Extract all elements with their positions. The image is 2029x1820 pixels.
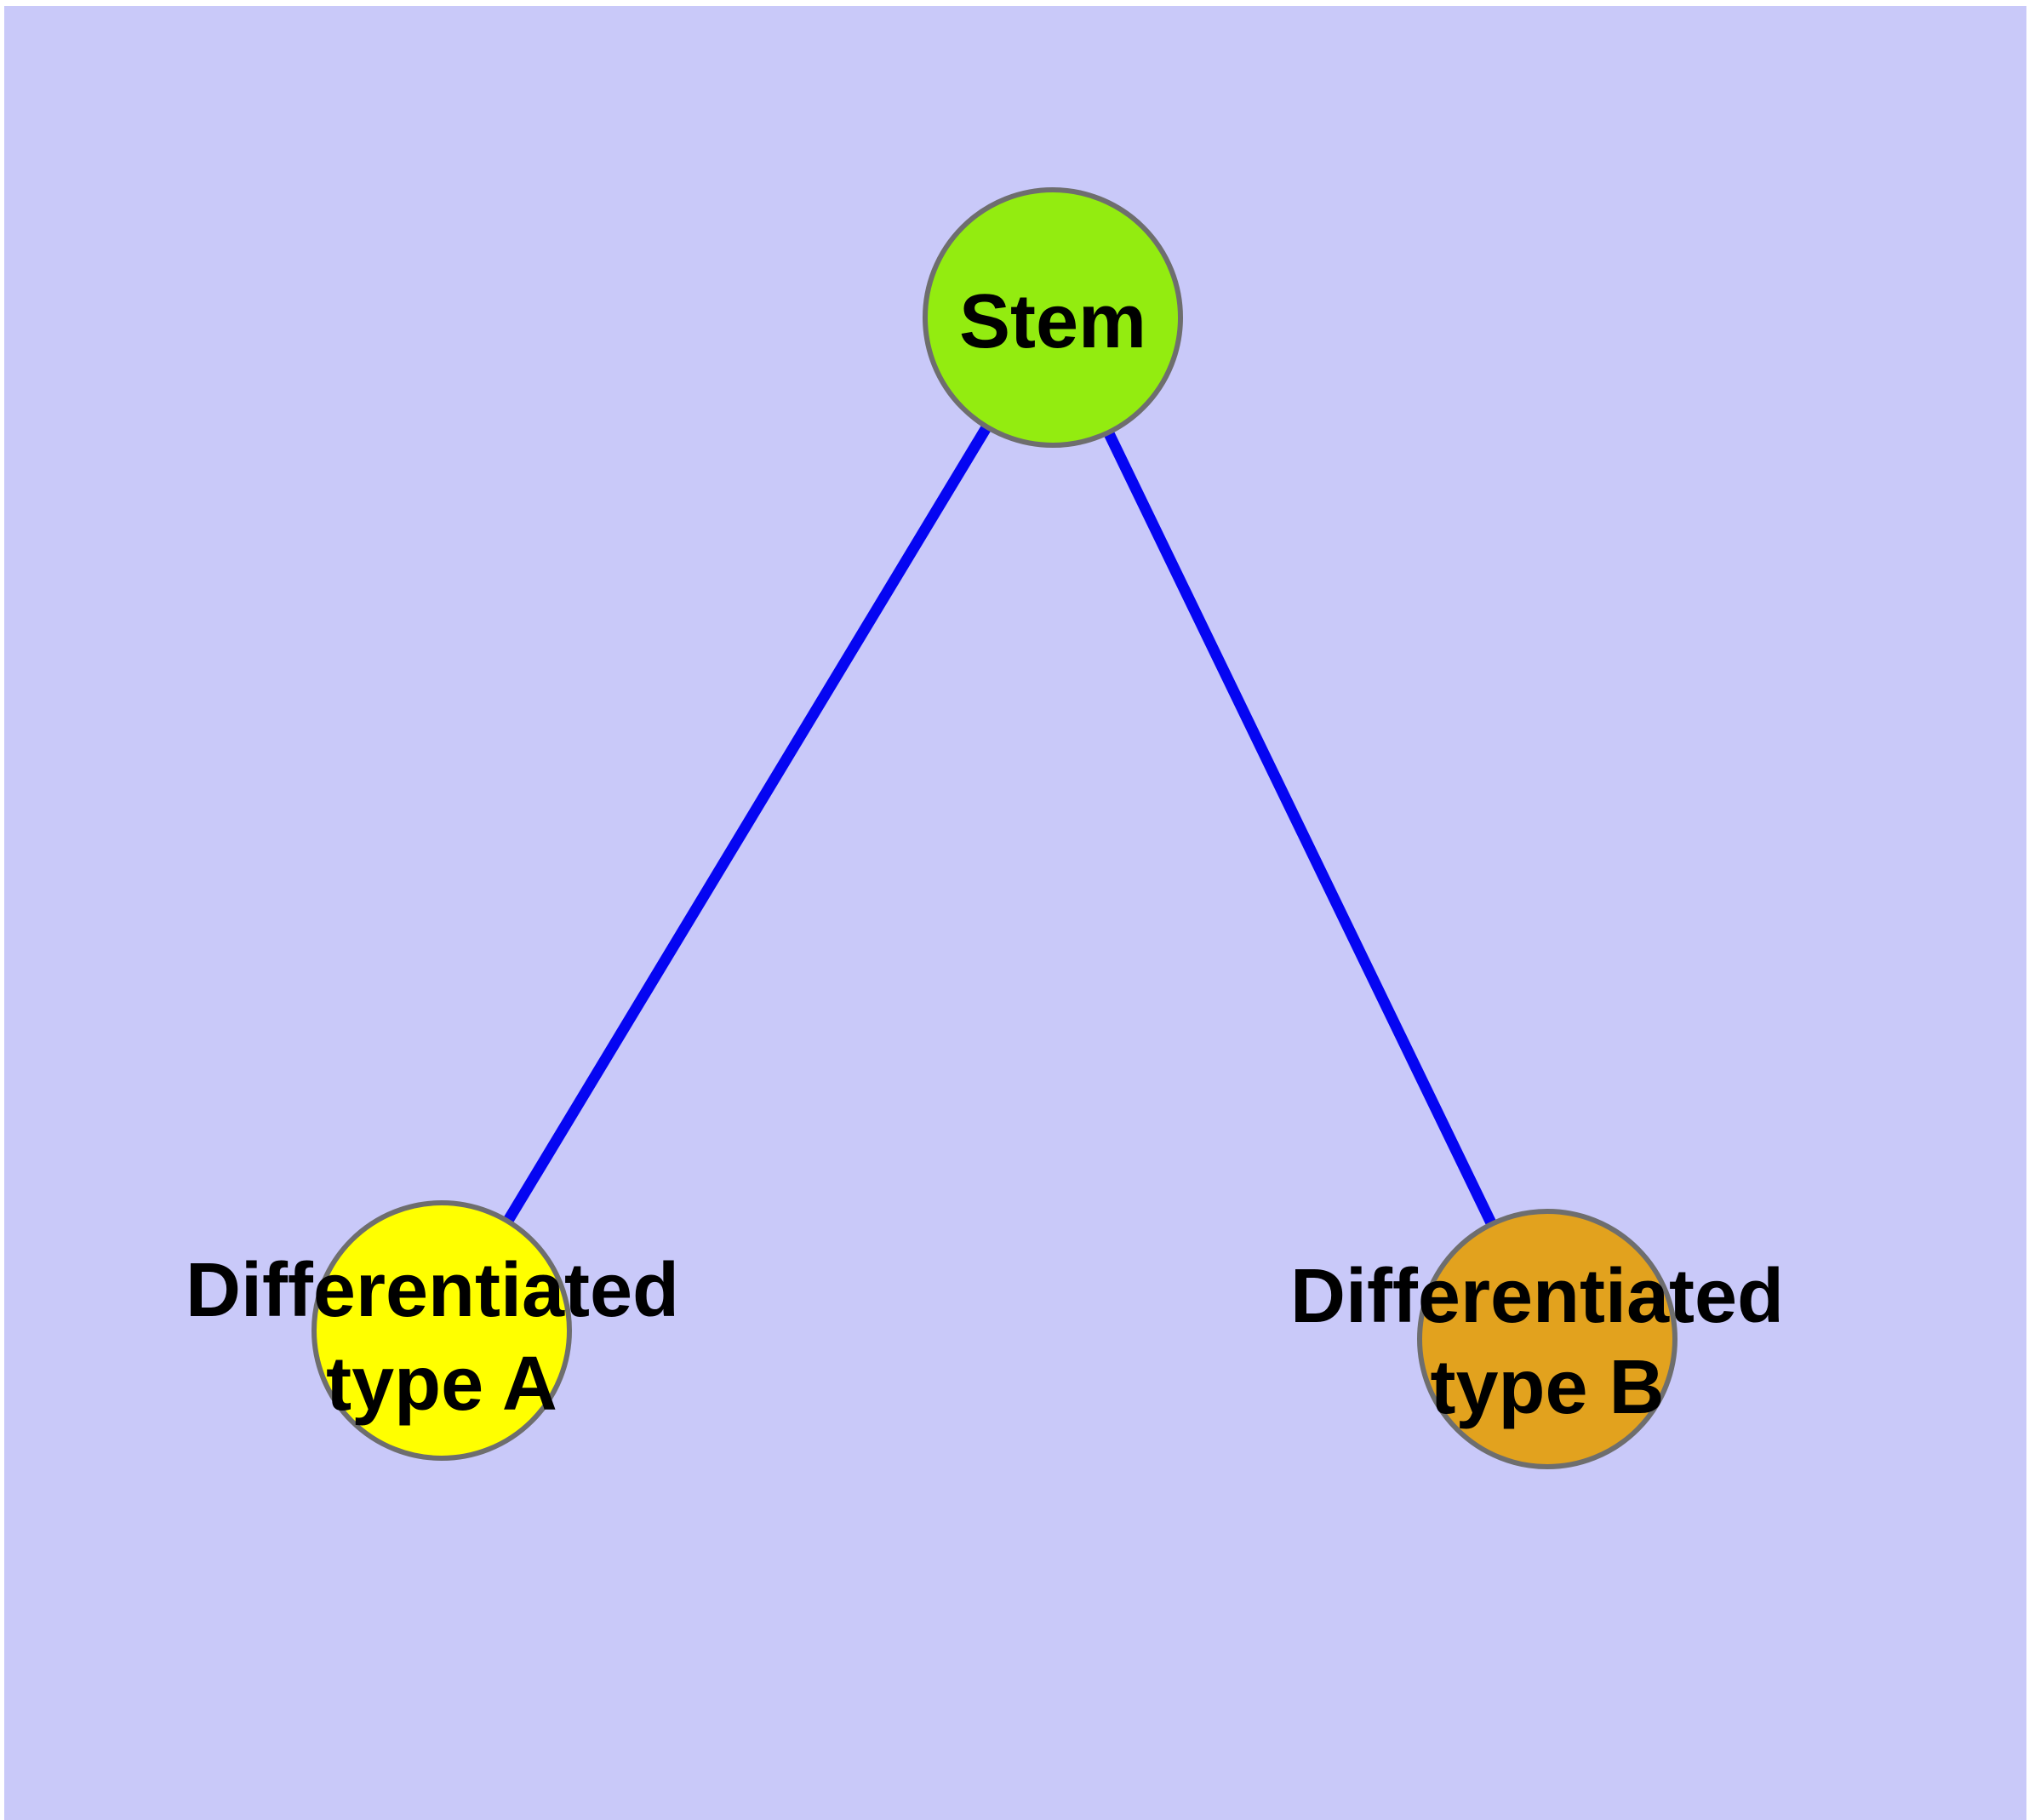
stem-node-circle — [923, 187, 1183, 448]
type-b-node-label-line1: Differentiated — [1290, 1254, 1784, 1339]
type-b-node-label-line2: type B — [1430, 1345, 1664, 1430]
edge-stem-to-type-a — [437, 314, 1058, 1334]
edge-layer — [437, 314, 1552, 1342]
type-a-node-label-line2: type A — [326, 1342, 557, 1427]
edge-stem-to-type-b — [1048, 315, 1552, 1342]
stem-node-label: Stem — [959, 279, 1146, 364]
type-a-node-label-line1: Differentiated — [186, 1248, 679, 1333]
type-a-node-circle — [311, 1200, 572, 1461]
node-differentiated-type-a: Differentiated type A — [186, 1200, 679, 1461]
type-b-node-circle — [1417, 1209, 1677, 1469]
node-stem: Stem — [923, 187, 1183, 448]
node-differentiated-type-b: Differentiated type B — [1290, 1209, 1784, 1469]
